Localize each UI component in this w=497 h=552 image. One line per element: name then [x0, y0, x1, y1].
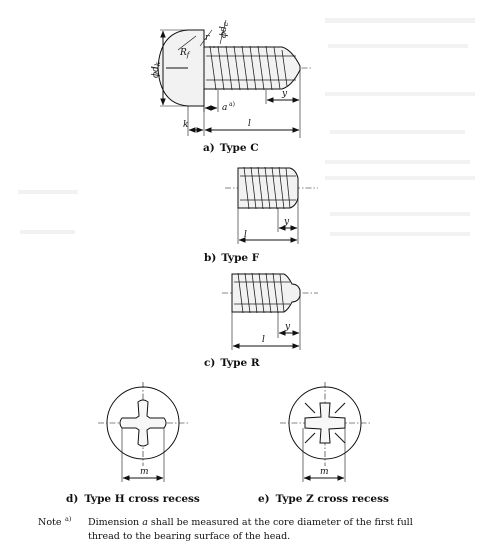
footnote: Note a) Dimension a shall be measured at…: [38, 515, 413, 542]
type-z-dim-m: m: [320, 467, 329, 477]
dim-rf-label: Rf: [179, 48, 191, 59]
type-z-head-outline: [288, 386, 362, 460]
note-text-line1: Dimension a shall be measured at the cor…: [88, 517, 413, 528]
dim-r-label: r: [205, 33, 210, 43]
caption-type-f: b)Type F: [204, 252, 260, 264]
type-h-cross-icon: [119, 399, 167, 447]
type-r-view: y l c)Type R: [204, 272, 318, 369]
background-ghost-text: [18, 18, 475, 236]
type-r-dim-y: y: [284, 322, 291, 332]
type-z-diagonal-marks: [304, 402, 346, 444]
svg-text:a): a): [229, 101, 235, 108]
dim-dk-label: ϕdk: [151, 62, 162, 78]
type-h-recess-view: m d)Type H cross recess: [66, 382, 200, 505]
caption-type-c: a)Type C: [203, 142, 259, 154]
caption-type-z: e)Type Z cross recess: [258, 493, 389, 505]
dim-k-label: k: [183, 120, 188, 130]
type-f-dim-l: l: [244, 230, 247, 240]
caption-type-r: c)Type R: [204, 357, 260, 369]
type-h-dim-m: m: [140, 467, 149, 477]
dim-a-label: a: [222, 103, 227, 113]
type-h-head-outline: [106, 386, 180, 460]
type-f-dim-y: y: [283, 217, 290, 227]
type-c-view: ϕdk Rf r ϕdc a a) y k l a)Type C: [151, 19, 312, 154]
type-r-dim-l: l: [262, 335, 265, 345]
thread-lines: [206, 45, 296, 91]
note-marker: a): [65, 515, 72, 523]
dim-y-label: y: [281, 89, 288, 99]
caption-type-h: d)Type H cross recess: [66, 493, 200, 505]
dim-l-label: l: [248, 119, 251, 129]
type-z-cross-icon: [304, 402, 346, 444]
type-z-recess-view: m e)Type Z cross recess: [258, 382, 389, 505]
note-label: Note: [38, 517, 62, 528]
screw-shank: [203, 46, 301, 90]
dim-dc-label: ϕdc: [219, 22, 230, 38]
type-f-view: y l b)Type F: [204, 166, 318, 264]
note-text-line2: thread to the bearing surface of the hea…: [88, 531, 290, 542]
